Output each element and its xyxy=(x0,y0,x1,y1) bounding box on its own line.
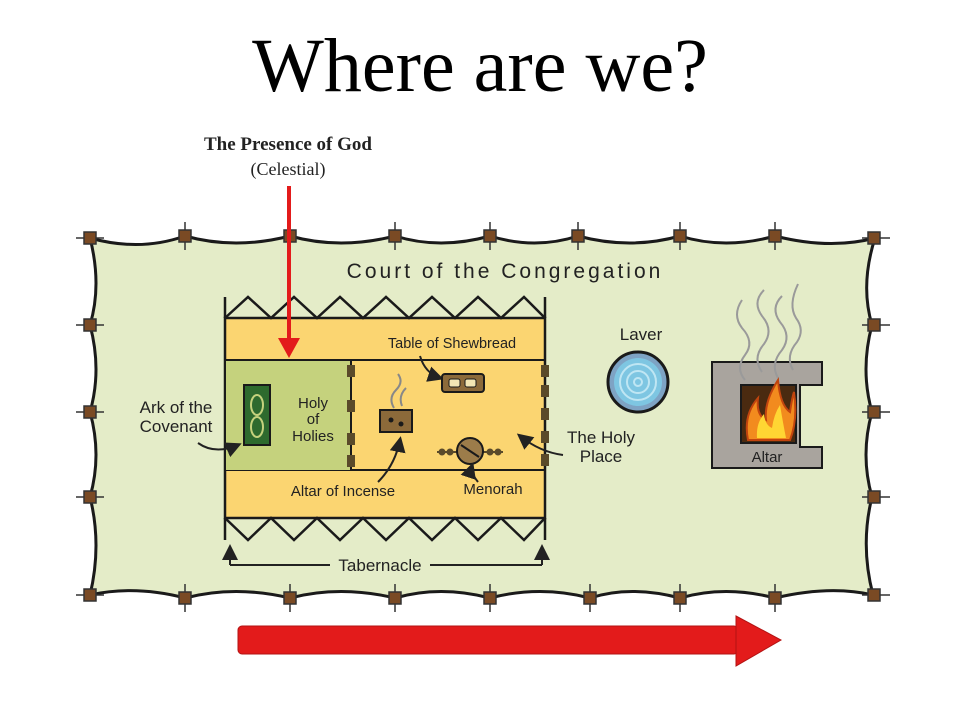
presence-label-sub: (Celestial) xyxy=(250,159,326,179)
altar-label: Altar xyxy=(752,449,783,466)
ark-icon xyxy=(243,384,271,446)
menorah-icon xyxy=(437,437,503,465)
smoke-icon xyxy=(736,283,802,381)
holy-of-holies-label-2: of xyxy=(307,411,320,428)
ark-label-2: Covenant xyxy=(140,417,213,436)
holy-place-label-2: Place xyxy=(580,447,623,466)
holy-of-holies-label-1: Holy xyxy=(298,395,329,412)
ark-label-1: Ark of the xyxy=(140,398,213,417)
shewbread-table-icon xyxy=(441,373,485,393)
court-posts xyxy=(76,222,890,612)
menorah-pointer xyxy=(460,462,479,483)
presence-pointer-head xyxy=(278,338,300,358)
tabernacle-span-line xyxy=(222,544,550,566)
table-label: Table of Shewbread xyxy=(388,336,516,352)
incense-pointer xyxy=(377,436,406,483)
direction-arrow xyxy=(237,615,783,667)
presence-label-main: The Presence of God xyxy=(204,134,372,155)
altar-incense-label: Altar of Incense xyxy=(291,483,395,500)
tabernacle-label: Tabernacle xyxy=(338,556,421,575)
laver-icon xyxy=(606,350,670,414)
page-title: Where are we? xyxy=(252,24,708,108)
table-pointer xyxy=(419,355,444,382)
menorah-label: Menorah xyxy=(463,481,522,498)
incense-altar-icon xyxy=(379,373,413,433)
presence-label: The Presence of God (Celestial) xyxy=(148,134,428,180)
veil-pillars xyxy=(347,365,549,467)
holy-of-holies-label-3: Holies xyxy=(292,428,334,445)
holy-place-pointer xyxy=(516,433,564,456)
holy-place-label-1: The Holy xyxy=(567,428,636,447)
court-label: Court of the Congregation xyxy=(347,260,664,283)
fire-icon xyxy=(745,376,797,441)
laver-label: Laver xyxy=(620,325,663,344)
ark-pointer xyxy=(197,442,242,458)
